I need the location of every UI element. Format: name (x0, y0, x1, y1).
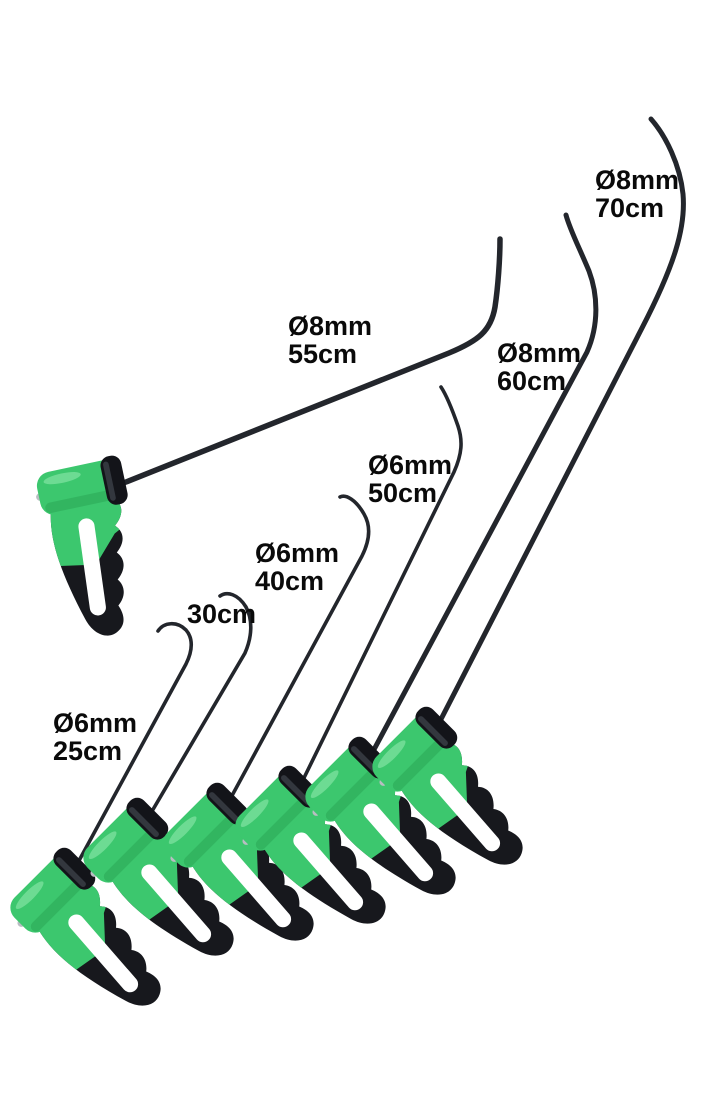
label-length: 50cm (368, 478, 438, 508)
label-diameter: Ø6mm (255, 538, 340, 568)
rod-8mm-60cm-shaft (367, 212, 599, 760)
label-length: 70cm (595, 193, 665, 223)
rod-6mm-50cm-shaft (298, 385, 463, 788)
rod-6mm-30cm-shaft (146, 591, 253, 820)
size-label-60cm: Ø8mm 60cm (497, 339, 581, 395)
label-diameter: Ø6mm (53, 708, 138, 738)
size-label-70cm: Ø8mm 70cm (595, 166, 679, 222)
rod-6mm-25cm-shaft (73, 621, 194, 870)
size-label-30cm: 30cm (187, 600, 256, 628)
label-length: 60cm (497, 366, 567, 396)
size-label-50cm: Ø6mm 50cm (368, 451, 452, 507)
rods (73, 116, 686, 870)
size-label-55cm: Ø8mm 55cm (288, 312, 372, 368)
label-diameter: Ø8mm (288, 311, 373, 341)
rod-6mm-40cm-shaft (226, 494, 371, 805)
rod-8mm-70cm-shaft (434, 116, 686, 730)
label-length: 55cm (288, 339, 358, 369)
label-length: 40cm (255, 566, 325, 596)
handle-55cm (31, 454, 156, 645)
size-label-25cm: Ø6mm 25cm (53, 709, 137, 765)
rod-8mm-55cm-shaft (113, 236, 503, 489)
label-diameter: Ø6mm (368, 450, 453, 480)
label-diameter: Ø8mm (497, 338, 582, 368)
size-label-40cm: Ø6mm 40cm (255, 539, 339, 595)
label-length: 25cm (53, 736, 123, 766)
label-diameter: Ø8mm (595, 165, 680, 195)
label-length: 30cm (187, 599, 257, 629)
